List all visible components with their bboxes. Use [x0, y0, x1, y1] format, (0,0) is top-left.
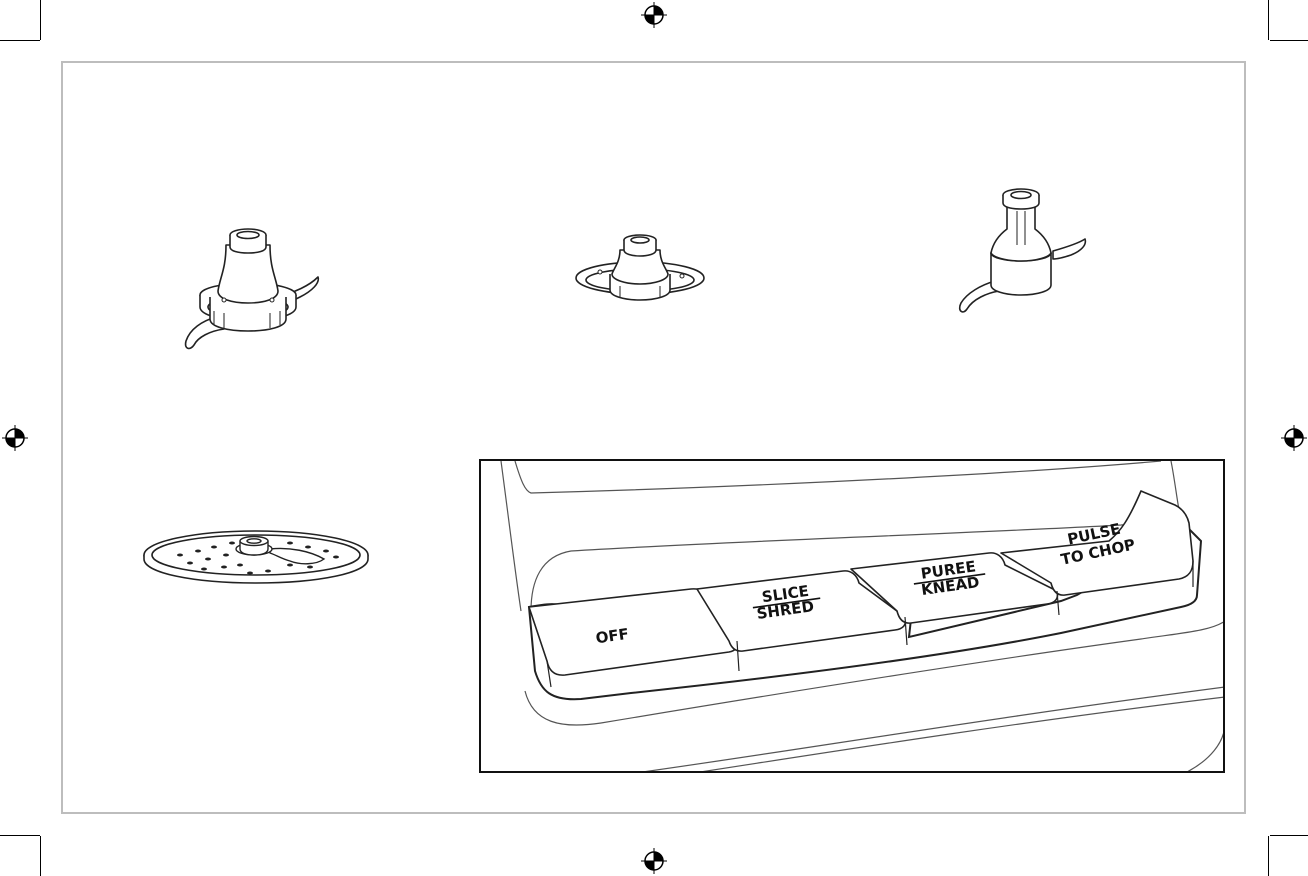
crop-mark-top-right-v: [1268, 0, 1269, 40]
crop-mark-top-left-h: [0, 40, 40, 41]
registration-mark-icon: [641, 848, 667, 874]
crop-mark-bottom-right-h: [1270, 835, 1308, 836]
control-panel-drawing: OFF SLICE SHRED PUREE KNEAD PULSE TO CHO…: [481, 461, 1225, 773]
crop-mark-bottom-right-v: [1268, 836, 1269, 876]
crop-mark-bottom-left-h: [0, 835, 40, 836]
registration-mark-icon: [2, 425, 28, 451]
crop-mark-top-left-v: [40, 0, 41, 40]
chopping-blade-icon: [180, 225, 320, 355]
crop-mark-top-right-h: [1270, 40, 1308, 41]
mini-chopping-blade-icon: [955, 185, 1090, 317]
registration-mark-icon: [1281, 425, 1307, 451]
slicing-shredding-disc-icon: [140, 525, 372, 585]
registration-mark-icon: [641, 2, 667, 28]
dough-blade-icon: [570, 228, 710, 310]
control-panel-illustration: OFF SLICE SHRED PUREE KNEAD PULSE TO CHO…: [479, 459, 1225, 773]
crop-mark-bottom-left-v: [40, 836, 41, 876]
